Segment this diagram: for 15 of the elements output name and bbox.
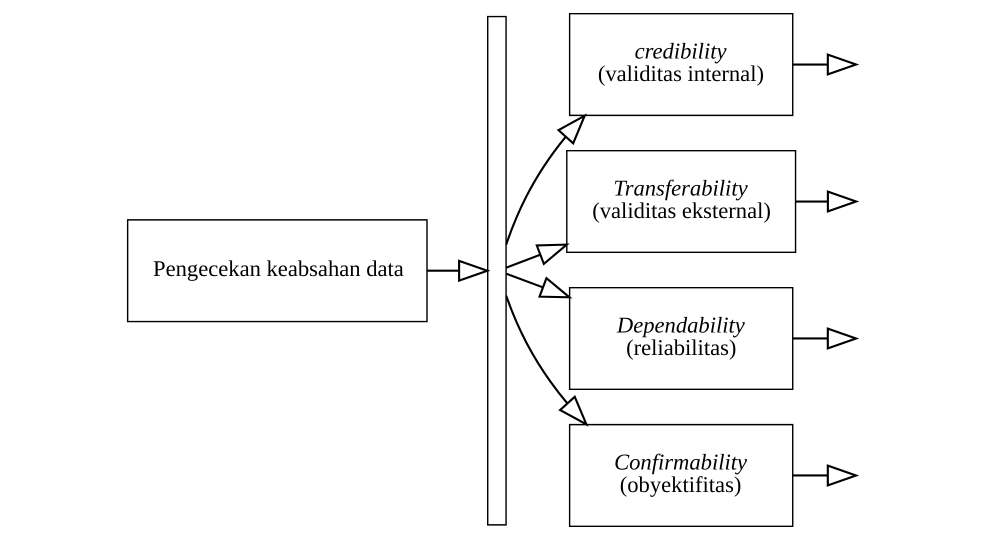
node-box: Dependability (reliabilitas) <box>568 286 794 390</box>
arrow <box>506 243 570 269</box>
arrow <box>792 327 860 350</box>
arrow <box>428 259 491 282</box>
arrow <box>505 113 587 245</box>
node-box: Confirmability (obyektifitas) <box>568 424 794 527</box>
node-box: credibility (validitas internal) <box>568 13 794 116</box>
arrow <box>796 190 860 213</box>
arrow <box>792 53 860 76</box>
node-box: Pengecekan keabsahan data <box>126 219 428 322</box>
arrow <box>506 272 572 298</box>
arrow <box>505 295 589 427</box>
arrow <box>792 464 860 487</box>
node-bar <box>487 16 507 526</box>
node-box: Transferability (validitas eksternal) <box>566 150 796 254</box>
